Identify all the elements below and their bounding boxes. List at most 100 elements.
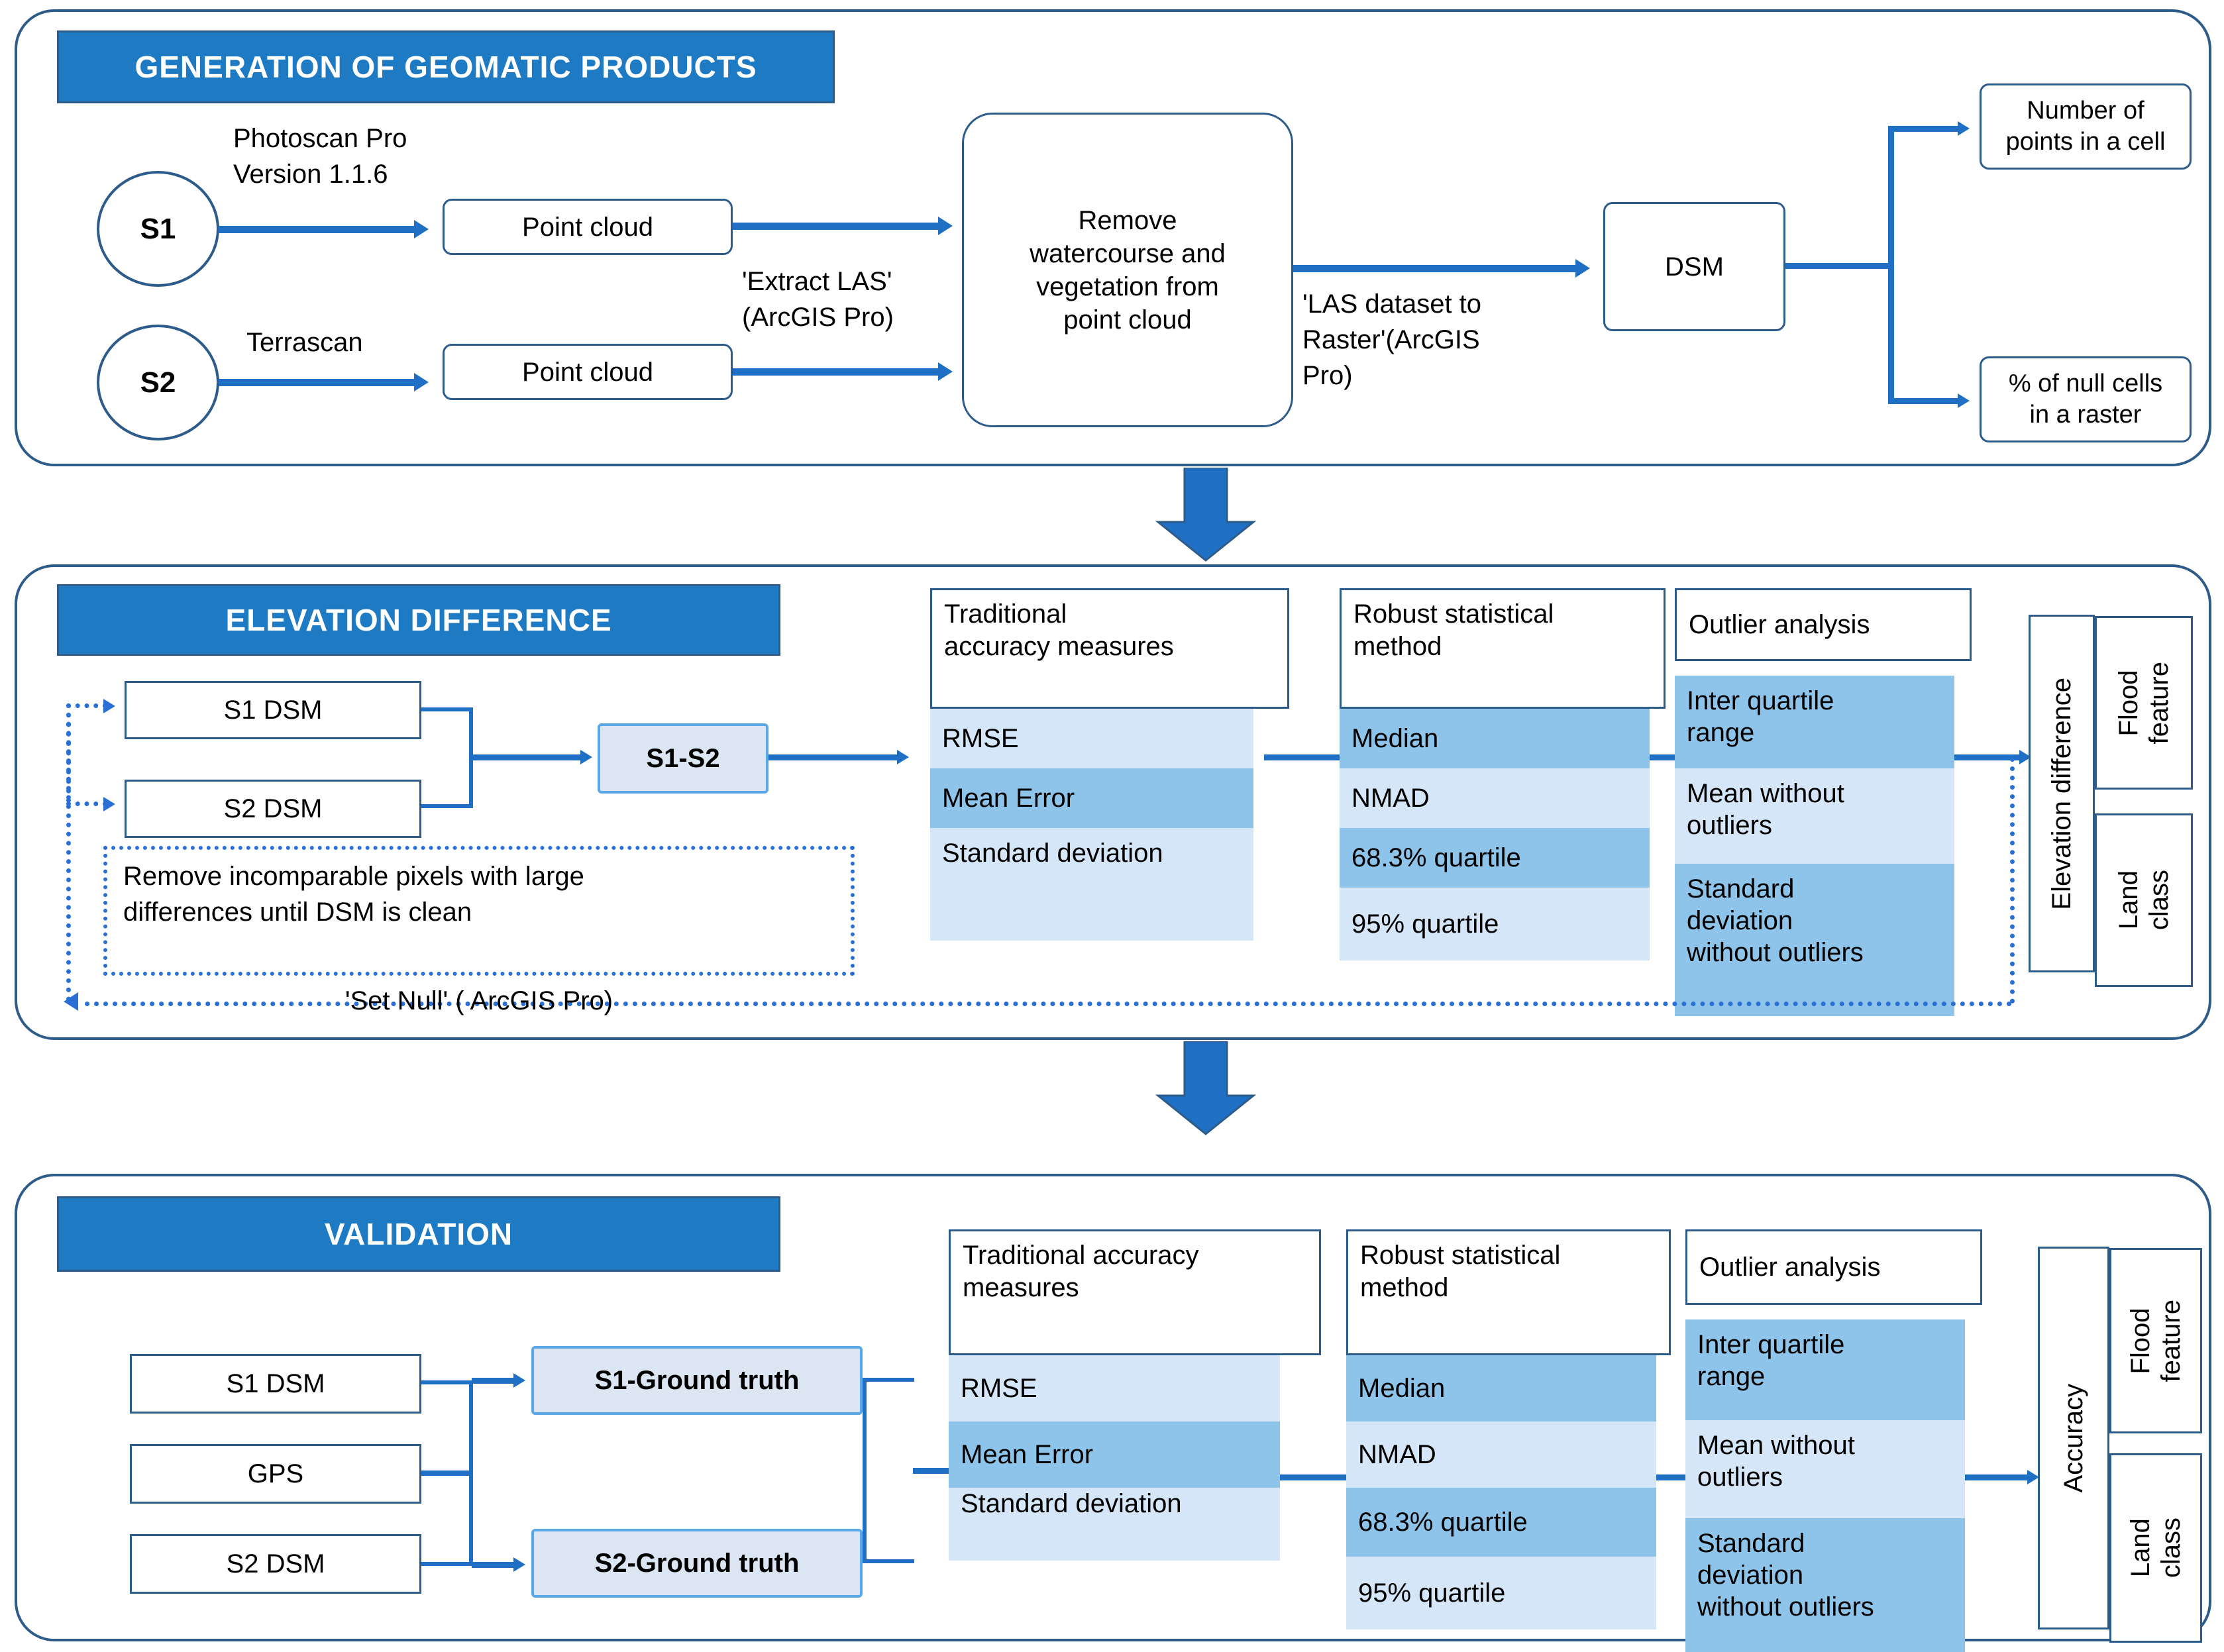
arrow-dsm-to-null-line [1888, 398, 1961, 404]
feedback-loop-to-s2 [66, 801, 107, 806]
p2-merge-bracket [421, 707, 473, 808]
arrow-dsm-to-points-head [1958, 121, 1970, 136]
p3-col-outlier-header-label: Outlier analysis [1699, 1252, 1881, 1282]
p2-col-outlier-header-label: Outlier analysis [1689, 609, 1870, 639]
p2-result-elevation-difference-label: Elevation difference [2047, 677, 2076, 910]
p3-cell-683-quartile: 68.3% quartile [1346, 1488, 1656, 1557]
p2-cell-standard-deviation: Standard deviation [930, 828, 1253, 941]
p3-cell-mean-error-label: Mean Error [961, 1440, 1094, 1469]
p3-cell-std-without-outliers: Standard deviation without outliers [1685, 1518, 1965, 1652]
p3-col-traditional-header: Traditional accuracy measures [949, 1229, 1321, 1355]
banner-generation-label: GENERATION OF GEOMATIC PRODUCTS [134, 50, 757, 84]
p3-traditional-to-robust-line [1280, 1474, 1350, 1480]
p2-note-caption: 'Set Null' ( ArcGIS Pro) [344, 986, 613, 1015]
p3-cell-95-quartile: 95% quartile [1346, 1557, 1656, 1629]
p2-cell-inter-quartile-range: Inter quartile range [1675, 676, 1954, 768]
p3-cell-mean-error: Mean Error [949, 1421, 1280, 1488]
p2-cell-rmse: RMSE [930, 709, 1253, 768]
arrow-s1-to-pointcloud-head [414, 220, 429, 238]
p3-col-traditional-header-label: Traditional accuracy measures [963, 1241, 1199, 1302]
p3-bracket-s1-gps [421, 1380, 473, 1474]
arrow-remove-to-dsm-line [1293, 265, 1578, 272]
arrow-dsm-to-null-head [1958, 393, 1970, 408]
p3-cell-std-without-outliers-label: Standard deviation without outliers [1697, 1529, 1874, 1622]
point-cloud-s1-label: Point cloud [522, 212, 653, 242]
p3-cell-683-quartile-label: 68.3% quartile [1358, 1508, 1528, 1537]
p3-cell-nmad: NMAD [1346, 1421, 1656, 1488]
p3-input-s1-dsm-label: S1 DSM [226, 1369, 325, 1398]
p3-s1-ground-truth-box: S1-Ground truth [531, 1346, 863, 1415]
p3-result-accuracy-box: Accuracy [2038, 1247, 2109, 1629]
p2-merge-to-diff-line [472, 754, 584, 760]
p3-bracket-gps-s2 [421, 1472, 473, 1566]
p2-cell-95-quartile: 95% quartile [1340, 888, 1650, 960]
feedback-loop-arrow-to-s2 [103, 797, 115, 811]
p2-col-traditional-header-label: Traditional accuracy measures [944, 599, 1174, 661]
feedback-loop-right-vertical [2010, 757, 2015, 1004]
p2-cell-median: Median [1340, 709, 1650, 768]
dsm-box: DSM [1603, 202, 1785, 331]
source-node-s2-label: S2 [140, 366, 176, 399]
p2-cell-mean-without-outliers-label: Mean without outliers [1687, 779, 1844, 840]
arrow-pc2-to-remove-line [733, 368, 941, 376]
p3-s2-ground-truth-label: S2-Ground truth [594, 1549, 800, 1578]
p2-merge-to-diff-head [580, 750, 592, 764]
p3-cell-rmse-label: RMSE [961, 1374, 1037, 1403]
p2-col-traditional-header: Traditional accuracy measures [930, 588, 1289, 709]
source-node-s1: S1 [97, 171, 219, 287]
p3-outlier-to-result-line [1965, 1474, 2031, 1480]
p2-cell-rmse-label: RMSE [942, 724, 1019, 753]
arrow-dsm-split-vertical [1888, 126, 1894, 404]
p3-input-s2-dsm-box: S2 DSM [130, 1534, 421, 1594]
point-cloud-s2-label: Point cloud [522, 357, 653, 387]
p3-merge-bracket [863, 1378, 914, 1563]
p2-cell-standard-deviation-label: Standard deviation [942, 839, 1163, 868]
arrow-s2-to-pointcloud-head [414, 373, 429, 391]
p2-result-elevation-difference-box: Elevation difference [2029, 615, 2095, 972]
p3-s2-ground-truth-box: S2-Ground truth [531, 1529, 863, 1598]
p2-cell-inter-quartile-range-label: Inter quartile range [1687, 686, 1834, 747]
p2-diff-box: S1-S2 [598, 723, 768, 794]
feedback-loop-left-vertical [66, 703, 71, 1002]
p3-arrow-to-s1gt-line [472, 1378, 517, 1384]
p2-note-box [103, 846, 855, 976]
source-node-s2: S2 [97, 325, 219, 440]
p2-outlier-to-result-head [2019, 750, 2031, 764]
p3-robust-to-outlier-line [1656, 1474, 1706, 1480]
p2-diff-to-traditional-head [897, 750, 909, 764]
p3-result-accuracy-label: Accuracy [2059, 1383, 2088, 1493]
p2-input-s2-dsm-label: S2 DSM [223, 794, 323, 823]
label-s2-software: Terrascan [246, 328, 363, 357]
p3-cell-mean-without-outliers-label: Mean without outliers [1697, 1431, 1855, 1492]
p3-result-land-class-label: Land class [2126, 1518, 2186, 1578]
label-extract-las: 'Extract LAS' (ArcGIS Pro) [742, 267, 894, 332]
p3-arrow-to-s1gt-head [513, 1373, 525, 1388]
feedback-loop-branch-vertical [66, 703, 71, 803]
point-cloud-s1-box: Point cloud [443, 199, 733, 255]
p3-col-robust-header-label: Robust statistical method [1360, 1241, 1561, 1302]
p2-cell-95-quartile-label: 95% quartile [1351, 909, 1499, 939]
p2-col-outlier-header: Outlier analysis [1675, 588, 1972, 661]
p3-cell-standard-deviation: Standard deviation [949, 1488, 1280, 1561]
p3-input-gps-label: GPS [247, 1459, 304, 1488]
p3-cell-rmse: RMSE [949, 1355, 1280, 1421]
arrow-pc1-to-remove-head [938, 217, 953, 235]
point-cloud-s2-box: Point cloud [443, 344, 733, 400]
arrow-s1-to-pointcloud-line [219, 226, 417, 233]
p2-cell-nmad: NMAD [1340, 768, 1650, 828]
p2-traditional-to-robust-line [1264, 754, 1344, 760]
p3-cell-nmad-label: NMAD [1358, 1440, 1436, 1469]
feedback-loop-arrow-to-s1 [103, 699, 115, 713]
arrow-pc1-to-remove-line [733, 223, 941, 230]
p2-cell-nmad-label: NMAD [1351, 784, 1430, 813]
feedback-loop-arrow-left [64, 992, 78, 1011]
p2-cell-std-without-outliers: Standard deviation without outliers [1675, 864, 1954, 1016]
p2-cell-mean-error: Mean Error [930, 768, 1253, 828]
remove-watercourse-box: Remove watercourse and vegetation from p… [962, 113, 1293, 427]
p3-col-outlier-header: Outlier analysis [1685, 1229, 1982, 1305]
p3-input-s2-dsm-label: S2 DSM [226, 1549, 325, 1578]
arrow-dsm-stub [1785, 263, 1888, 269]
p2-cell-683-quartile: 68.3% quartile [1340, 828, 1650, 888]
arrow-remove-to-dsm-head [1575, 259, 1590, 278]
